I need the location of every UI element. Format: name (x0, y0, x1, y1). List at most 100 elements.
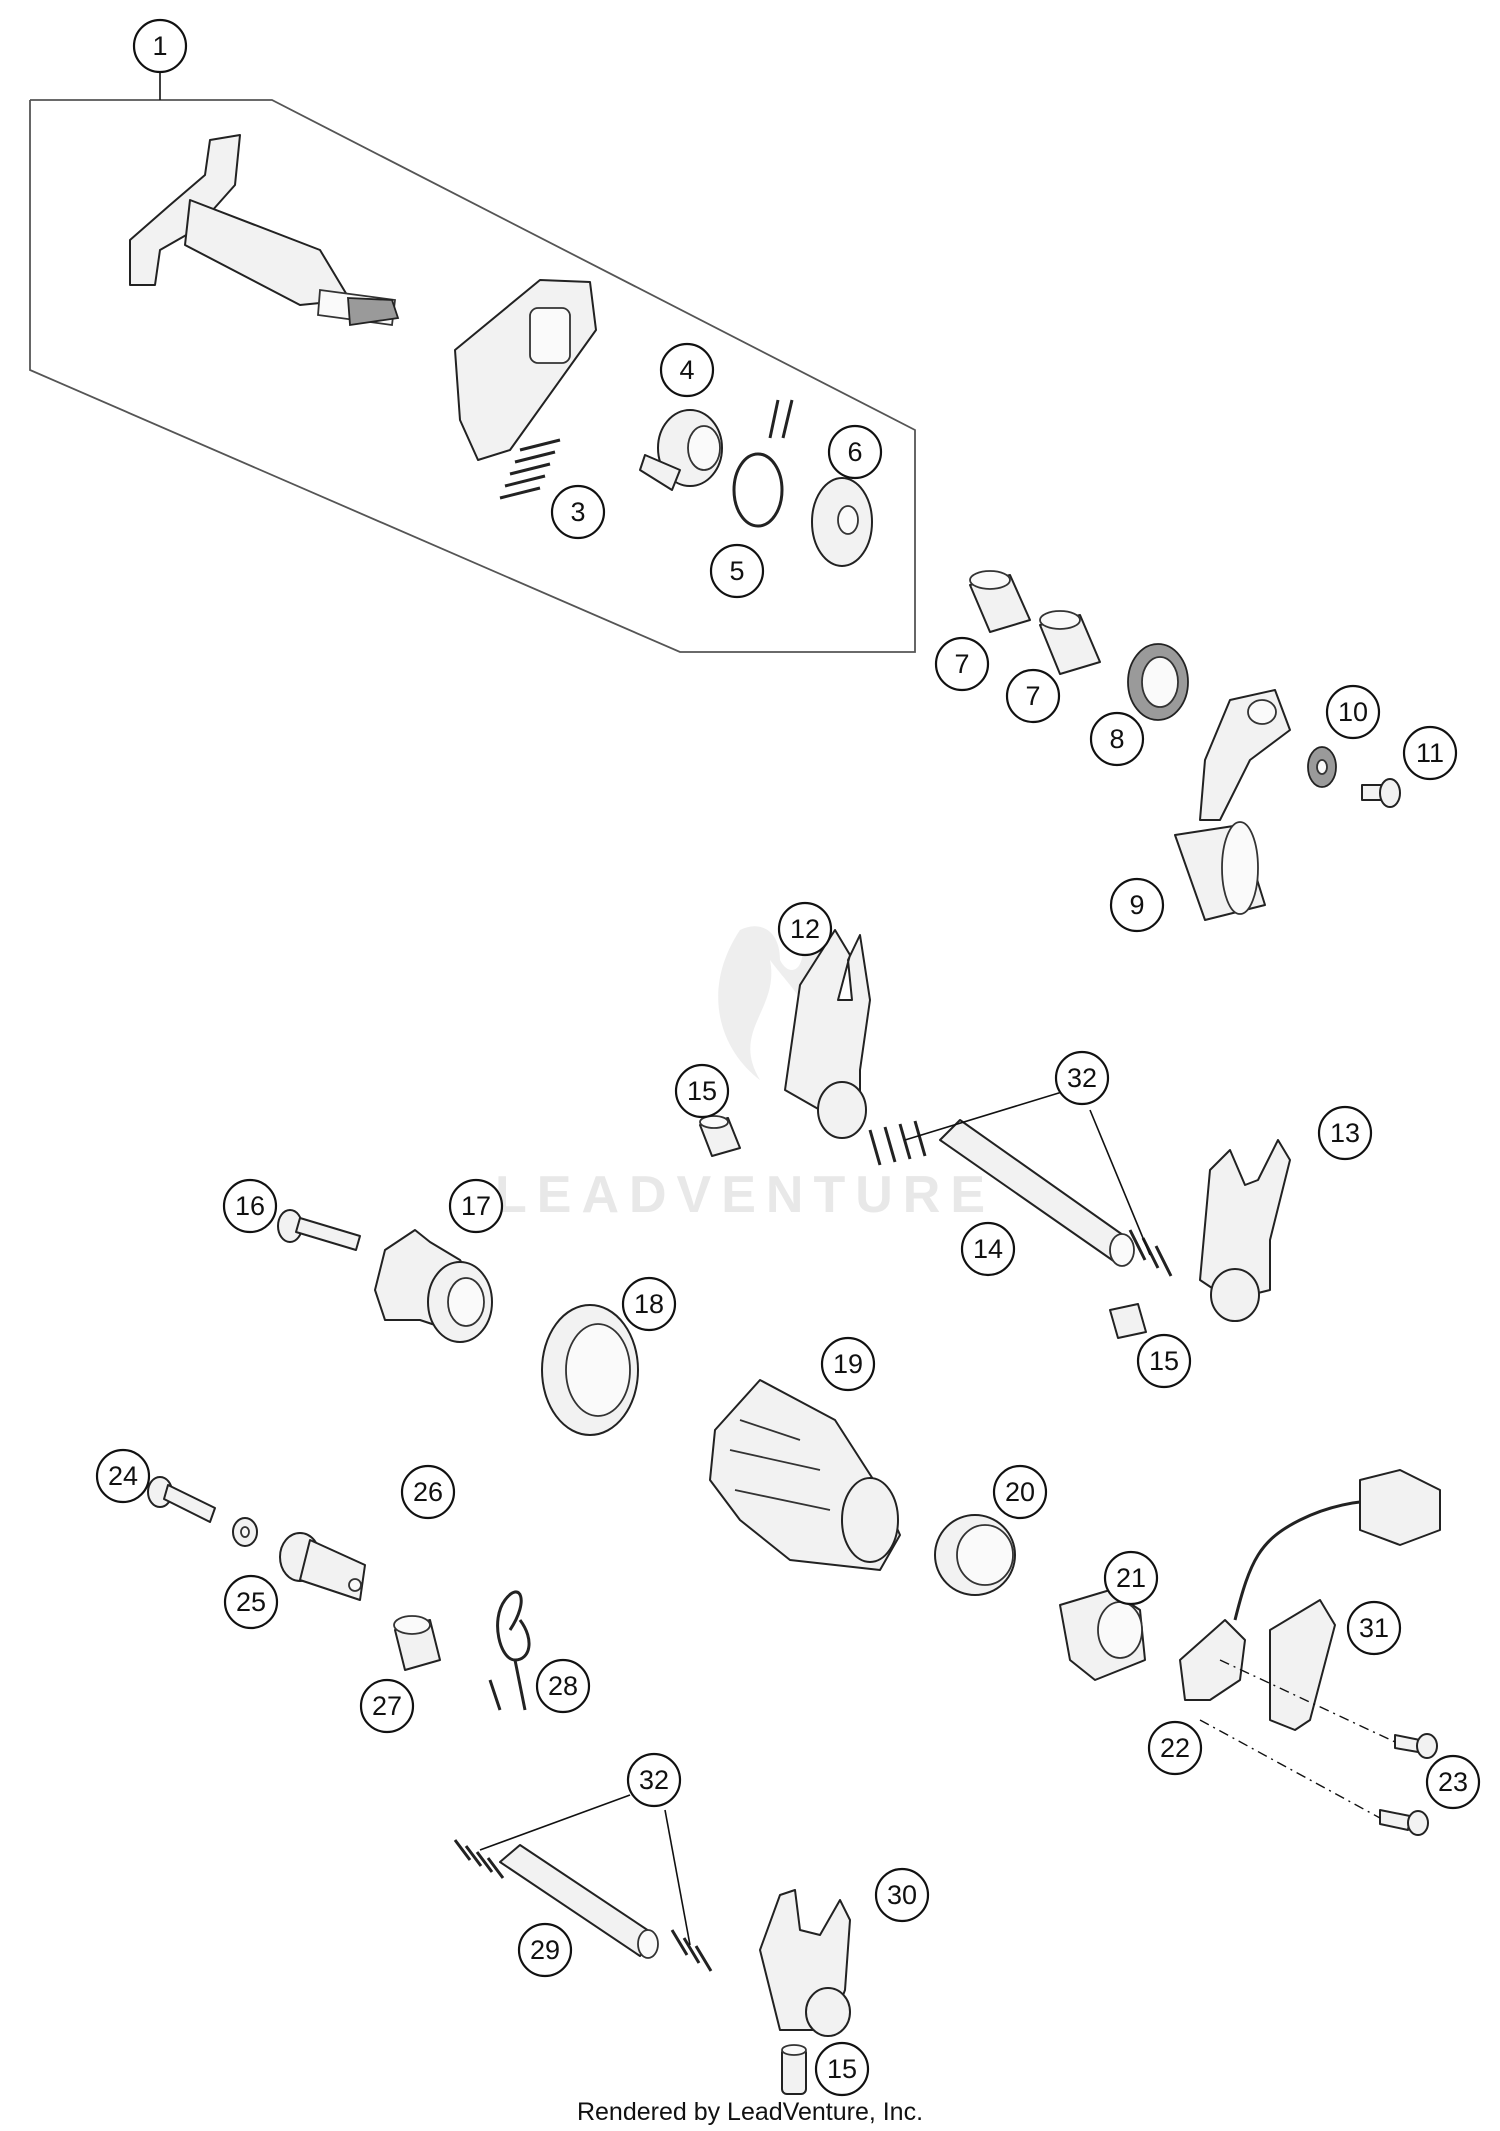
svg-text:23: 23 (1438, 1767, 1468, 1797)
callout-4: 4 (659, 342, 715, 398)
callout-5: 5 (709, 543, 765, 599)
dowel-pin-15c (781, 2044, 807, 2095)
callout-32b: 32 (626, 1752, 682, 1808)
svg-text:19: 19 (833, 1349, 863, 1379)
gear-sensor-22 (1179, 1469, 1441, 1701)
spring-32c (453, 1839, 505, 1879)
washer-10 (1307, 746, 1337, 788)
svg-text:32: 32 (639, 1765, 669, 1795)
fork-shaft-14 (939, 1119, 1135, 1267)
shift-fork-12 (784, 929, 871, 1139)
callout-10: 10 (1325, 684, 1381, 740)
callout-23: 23 (1425, 1754, 1481, 1810)
callout-3: 3 (550, 484, 606, 540)
svg-text:1: 1 (152, 31, 167, 61)
callout-30: 30 (874, 1867, 930, 1923)
washer-25 (232, 1517, 258, 1547)
svg-text:8: 8 (1109, 724, 1124, 754)
svg-text:26: 26 (413, 1477, 443, 1507)
plate-31 (1269, 1599, 1336, 1731)
callout-8: 8 (1089, 711, 1145, 767)
callout-32a: 32 (1054, 1050, 1110, 1106)
screw-23b (1379, 1809, 1429, 1836)
footer-credit: Rendered by LeadVenture, Inc. (576, 2098, 924, 2126)
assembly-frame (29, 99, 916, 653)
bearing-18 (541, 1304, 639, 1436)
callout-24: 24 (95, 1448, 151, 1504)
spring-32b (1128, 1229, 1173, 1277)
spring-3 (499, 438, 561, 500)
callout-15a: 15 (674, 1063, 730, 1119)
leader-32-a (904, 1091, 1063, 1141)
dowel-pin-15a (699, 1115, 741, 1157)
bolt-16 (277, 1209, 361, 1251)
callout-17: 17 (448, 1178, 504, 1234)
svg-text:15: 15 (1149, 1346, 1179, 1376)
svg-text:10: 10 (1338, 697, 1368, 727)
svg-text:17: 17 (461, 1191, 491, 1221)
torsion-spring-28 (488, 1590, 531, 1711)
watermark-text: LEADVENTURE (495, 1166, 995, 1224)
callout-13: 13 (1317, 1105, 1373, 1161)
shift-lever-9 (1174, 689, 1291, 921)
callout-22: 22 (1147, 1720, 1203, 1776)
callout-15c: 15 (814, 2041, 870, 2097)
callout-26: 26 (400, 1464, 456, 1520)
seal-ring-8 (1127, 643, 1189, 721)
callout-31: 31 (1346, 1600, 1402, 1656)
callout-20: 20 (992, 1464, 1048, 1520)
svg-text:15: 15 (687, 1076, 717, 1106)
callout-14: 14 (960, 1221, 1016, 1277)
svg-text:32: 32 (1067, 1063, 1097, 1093)
svg-text:22: 22 (1160, 1733, 1190, 1763)
bolt-24 (147, 1476, 216, 1523)
svg-text:5: 5 (729, 556, 744, 586)
callout-18: 18 (621, 1276, 677, 1332)
leadventure-watermark: LEADVENTURE (495, 926, 995, 1224)
svg-text:15: 15 (827, 2054, 857, 2084)
svg-text:7: 7 (954, 649, 969, 679)
callout-28: 28 (535, 1658, 591, 1714)
callout-19: 19 (820, 1336, 876, 1392)
svg-text:28: 28 (548, 1671, 578, 1701)
callout-29: 29 (517, 1922, 573, 1978)
shift-shaft (129, 134, 400, 327)
shift-plate (454, 279, 597, 461)
callout-1: 1 (132, 18, 188, 74)
callout-12: 12 (777, 901, 833, 957)
ring-20 (934, 1514, 1016, 1596)
locking-lever-26 (279, 1532, 366, 1601)
svg-text:14: 14 (973, 1234, 1003, 1264)
callout-6: 6 (827, 424, 883, 480)
needle-bearing-7b (1039, 610, 1101, 675)
circlip-5 (732, 399, 794, 528)
svg-text:18: 18 (634, 1289, 664, 1319)
dowel-pin-15b (1109, 1303, 1147, 1339)
callout-7a: 7 (934, 636, 990, 692)
needle-bearing-7a (969, 570, 1031, 633)
spring-32a (868, 1120, 927, 1166)
leader-32-d (664, 1809, 691, 1946)
callout-9: 9 (1109, 877, 1165, 933)
washer-6 (811, 477, 873, 567)
svg-text:11: 11 (1416, 738, 1444, 768)
svg-text:13: 13 (1330, 1118, 1360, 1148)
svg-text:9: 9 (1129, 890, 1144, 920)
callout-25: 25 (223, 1574, 279, 1630)
shift-fork-30 (759, 1889, 851, 2037)
callout-27: 27 (359, 1678, 415, 1734)
roller-27 (393, 1615, 441, 1671)
svg-text:12: 12 (790, 914, 820, 944)
shift-drum-19 (709, 1379, 901, 1571)
leader-32-c (479, 1794, 631, 1851)
svg-text:24: 24 (108, 1461, 138, 1491)
svg-text:6: 6 (847, 437, 862, 467)
callout-15b: 15 (1136, 1333, 1192, 1389)
callout-21: 21 (1103, 1550, 1159, 1606)
svg-text:30: 30 (887, 1880, 917, 1910)
callout-11: 11 (1402, 725, 1458, 781)
spring-32d (670, 1929, 713, 1972)
svg-text:16: 16 (235, 1191, 265, 1221)
svg-text:21: 21 (1116, 1563, 1146, 1593)
